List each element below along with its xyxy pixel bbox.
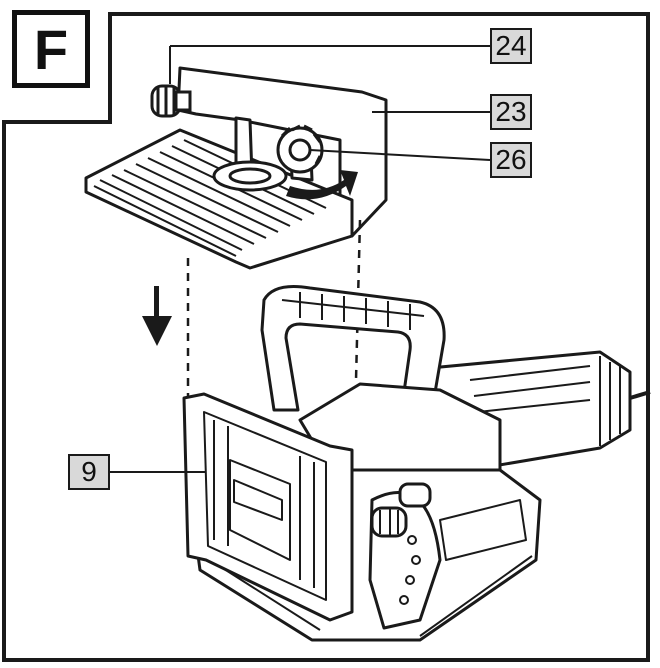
callout-24: 24 (490, 28, 532, 64)
fence-attachment (84, 66, 388, 270)
rotation-arrow (286, 170, 358, 200)
figure-letter: F (12, 10, 90, 88)
leader-lines (110, 45, 491, 473)
figure-border (2, 12, 650, 662)
callout-26: 26 (490, 142, 532, 178)
knob-24 (150, 84, 192, 118)
callout-9: 9 (68, 454, 110, 490)
joiner-body (182, 285, 651, 642)
down-arrow (142, 286, 172, 346)
callout-23: 23 (490, 94, 532, 130)
knob-26 (276, 124, 324, 174)
